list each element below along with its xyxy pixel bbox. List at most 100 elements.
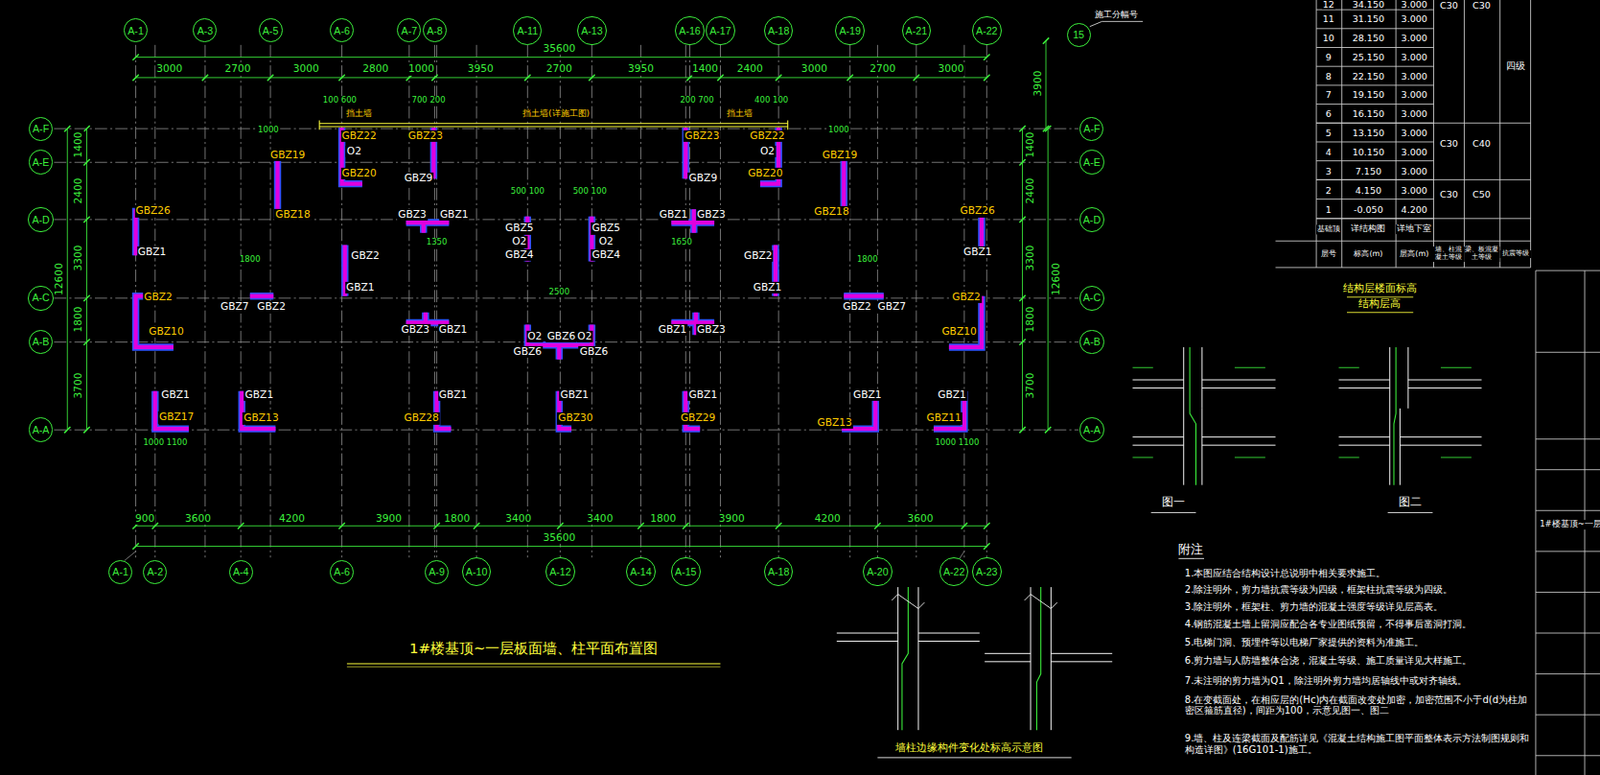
axis-label: A-4 [232, 566, 250, 578]
wall-tag: GBZ18 [812, 206, 850, 218]
dimension-tick [132, 53, 139, 60]
dimension-text: 1400 [691, 63, 719, 75]
detail-slab [1202, 379, 1276, 381]
wall-tag: GBZ10 [147, 325, 185, 338]
axis-bubble: A-6 [329, 559, 354, 584]
table-cell: 13.150 [1351, 127, 1386, 139]
dimension-text: 500 100 [510, 186, 546, 197]
table-line [1316, 198, 1434, 200]
note-text: 施工分幅号 [1093, 10, 1139, 21]
wall-tag: GBZ13 [242, 412, 279, 424]
wall-note: 挡土墙(详施工图) [521, 108, 591, 118]
table-cell: 基础顶 [1316, 225, 1342, 234]
table-cell: 12 [1321, 0, 1336, 10]
axis-line [986, 45, 988, 557]
detail-slab [1132, 379, 1183, 381]
axis-label: A-5 [262, 25, 279, 37]
axis-line [53, 162, 1079, 163]
wall-tag: GBZ22 [341, 129, 378, 141]
wall-tag: O2 [526, 330, 543, 343]
dimension-text: 500 100 [572, 186, 608, 197]
table-cell: 9 [1324, 50, 1333, 62]
wall-tag: GBZ2 [841, 301, 873, 313]
wall-tag: GBZ1 [345, 281, 376, 294]
axis-line [915, 45, 917, 557]
table-cell: 7 [1324, 88, 1333, 99]
break-mark [891, 594, 925, 609]
detail-wall [1389, 347, 1391, 486]
dimension-tick [983, 74, 990, 81]
table-header: 墙、柱混凝土等级 [1433, 246, 1465, 262]
table-line [1316, 103, 1434, 105]
table-cell: 2 [1324, 184, 1333, 195]
axis-line [53, 297, 1079, 299]
table-cell: C50 [1471, 188, 1492, 200]
axis-label: A-12 [549, 566, 571, 578]
dimension-tick [913, 74, 920, 81]
dimension-tick [682, 522, 689, 529]
wall-tag: GBZ9 [688, 172, 719, 185]
retaining-wall [319, 120, 321, 131]
axis-bubble: A-15 [671, 556, 700, 586]
dimension-tick [524, 74, 531, 81]
wall-tag: GBZ19 [269, 149, 306, 162]
detail-slab [1202, 387, 1276, 389]
dimension-tick [83, 426, 90, 433]
dimension-tick [637, 522, 644, 529]
dimension-text: 1000 [407, 63, 436, 75]
wall-tag: GBZ5 [504, 222, 535, 234]
wall-tag: GBZ6 [512, 346, 544, 358]
axis-label: A-A [32, 424, 50, 436]
dimension-text: 1800 [1024, 305, 1037, 334]
wall-tag: GBZ2 [255, 301, 287, 313]
table-line [1316, 179, 1531, 181]
table-cell: 3.000 [1400, 50, 1429, 62]
detail-slab [1202, 436, 1276, 438]
axis-label: A-9 [428, 566, 445, 578]
axis-line [408, 45, 410, 557]
title-block-line [1535, 672, 1600, 674]
axis-bubble: A-10 [462, 556, 491, 586]
table-cell: C40 [1471, 138, 1492, 149]
dimension-text: 3600 [184, 512, 212, 525]
dimension-tick [406, 74, 413, 81]
wall-tag: GBZ1 [438, 389, 469, 401]
wall-tag: GBZ6 [579, 346, 610, 358]
wall-tag: GBZ26 [959, 205, 997, 217]
detail-slab [1339, 379, 1391, 381]
dimension-tick [473, 522, 480, 529]
axis-bubble: A-14 [626, 556, 655, 586]
dimension-tick [1019, 338, 1025, 345]
wall-outline [831, 153, 850, 215]
wall-tag: GBZ1 [852, 389, 883, 401]
wall-tag: GBZ23 [407, 129, 444, 141]
axis-line [591, 45, 593, 557]
table-cell: 7.150 [1354, 164, 1383, 176]
detail-slab [1050, 660, 1113, 662]
table-cell: 3.000 [1400, 13, 1429, 24]
title-underline [1388, 511, 1434, 513]
note-text: 8.在变截面处，在相应层的(Hc)内在截面改变处加密，加密范围不小于d(d为柱加… [1183, 694, 1533, 717]
detail-wall [1399, 408, 1401, 486]
table-line [1316, 9, 1434, 11]
axis-label: A-6 [333, 566, 350, 578]
table-cell: 3.000 [1400, 0, 1429, 10]
dimension-text: 4200 [278, 512, 306, 525]
note-text: 5.电梯门洞、预埋件等以电梯厂家提供的资料为准施工。 [1183, 636, 1533, 649]
dimension-tick [202, 74, 209, 81]
wall-tag: GBZ1 [558, 389, 590, 401]
wall-outline [136, 296, 174, 348]
axis-label: A-D [1083, 214, 1101, 226]
detail-rebar [1036, 586, 1041, 730]
detail-slab [1408, 379, 1483, 381]
table-line [1316, 66, 1434, 68]
table-line [1316, 160, 1434, 162]
wall-tag: GBZ3 [399, 324, 431, 336]
axis-label: A-C [1083, 292, 1101, 303]
retaining-wall [319, 122, 789, 124]
axis-line [527, 45, 529, 557]
axis-line [689, 45, 691, 557]
dimension-text: 3900 [1031, 69, 1044, 98]
wall-tag: O2 [346, 144, 363, 157]
dimension-text: 1400 [1024, 131, 1037, 160]
